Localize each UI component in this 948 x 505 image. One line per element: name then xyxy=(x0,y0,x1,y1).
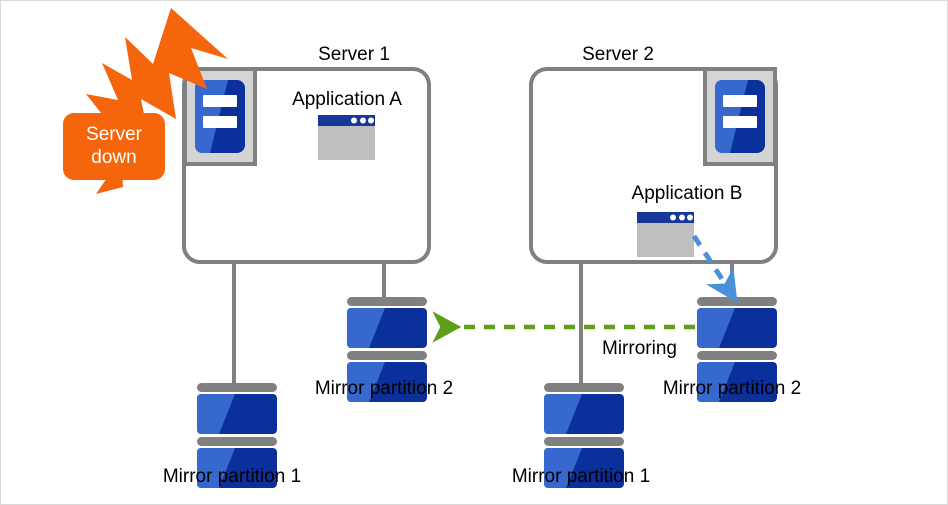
server-2-title: Server 2 xyxy=(582,44,654,65)
application-b-label: Application B xyxy=(631,183,743,204)
server-icon xyxy=(703,67,777,166)
server-down-line2: down xyxy=(91,146,137,168)
server-icon xyxy=(183,67,257,166)
disk-label-s1-p1: Mirror partition 1 xyxy=(162,466,302,487)
disk-label-s2-p2: Mirror partition 2 xyxy=(662,378,802,399)
server-1-title: Server 1 xyxy=(318,44,390,65)
app-window-icon xyxy=(637,212,694,257)
app-window-icon xyxy=(318,115,375,160)
connector-lines xyxy=(232,259,734,383)
mirroring-label: Mirroring xyxy=(602,338,677,359)
disk-label-s1-p2: Mirror partition 2 xyxy=(314,378,454,399)
disk-label-s2-p1: Mirror partition 1 xyxy=(511,466,651,487)
server-down-line1: Server xyxy=(86,124,142,146)
application-a-label: Application A xyxy=(292,89,402,110)
server-down-badge[interactable]: Server down xyxy=(63,113,165,180)
